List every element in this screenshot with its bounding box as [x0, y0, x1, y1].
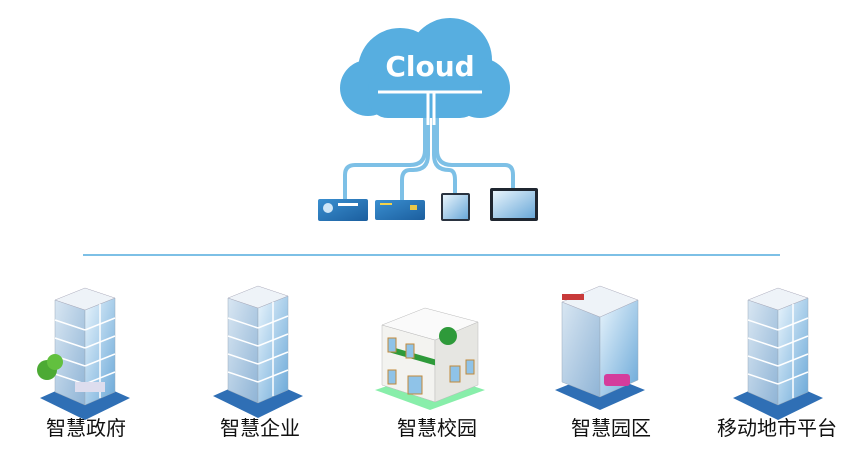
bank-card-icon: [318, 199, 368, 221]
node-label-government: 智慧政府: [46, 416, 126, 440]
monitor-icon: [490, 188, 538, 221]
government-building-icon: [37, 287, 131, 421]
tablet-icon: [441, 193, 470, 221]
cloud-label: Cloud: [385, 50, 475, 83]
node-label-park: 智慧园区: [571, 416, 651, 440]
enterprise-building-icon: [212, 285, 304, 419]
campus-building-icon: [375, 307, 485, 410]
node-label-mobile-platform: 移动地市平台: [717, 416, 837, 440]
mobile-platform-building-icon: [732, 287, 824, 421]
credit-card-icon: [375, 200, 425, 220]
node-label-campus: 智慧校园: [397, 416, 477, 440]
node-label-enterprise: 智慧企业: [220, 416, 300, 440]
park-building-icon: [555, 285, 645, 410]
